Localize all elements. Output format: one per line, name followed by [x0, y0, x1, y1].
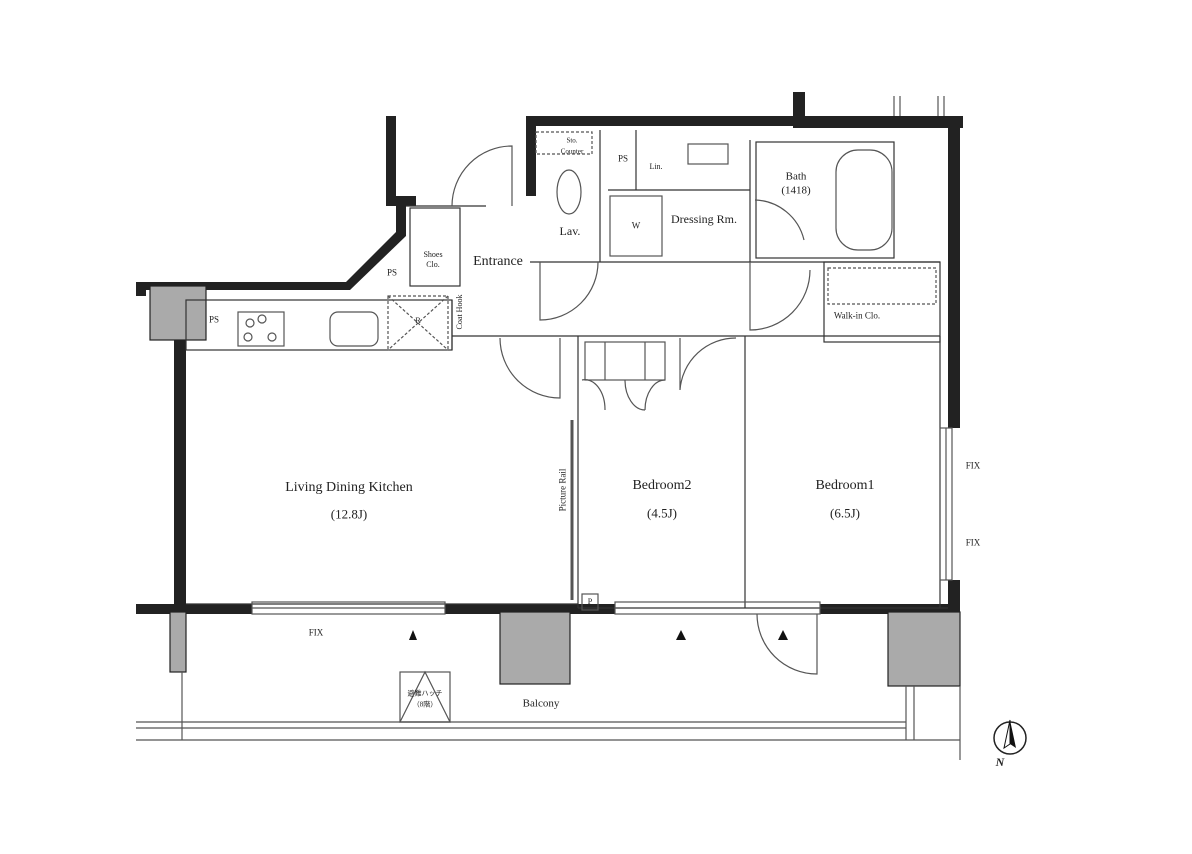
p-label: P [587, 597, 593, 606]
north-label: N [995, 755, 1005, 769]
sto-counter-label-1: Sto. [566, 136, 578, 145]
north-arrow-icon [993, 719, 1027, 755]
fix-label-1: FIX [965, 460, 981, 471]
ps-label-1: PS [386, 267, 398, 278]
bedroom2-name: Bedroom2 [632, 478, 692, 493]
hatch-label-2: （8階） [412, 700, 438, 709]
p-box [581, 593, 599, 611]
shoes-clo-label-1: Shoes [423, 250, 443, 259]
balcony-name: Balcony [522, 697, 560, 710]
interior-walls [185, 130, 948, 609]
hatch-label-1: 避難ハッチ [407, 689, 443, 698]
shoes-clo-label-2: Clo. [426, 260, 440, 269]
bedroom2-area: (4.5J) [647, 505, 677, 521]
sto-counter-label-2: Counter [560, 147, 584, 156]
bath-size: (1418) [781, 184, 811, 197]
fix-label-3: FIX [308, 627, 324, 638]
coat-hook-label: Coat Hook [455, 294, 464, 330]
dressing-name: Dressing Rm. [671, 212, 737, 226]
entrance-name: Entrance [473, 254, 523, 269]
windows [136, 96, 961, 760]
ps-label-3: PS [208, 314, 220, 325]
fixtures [237, 131, 937, 381]
ldk-name: Living Dining Kitchen [285, 480, 413, 495]
ps-label-2: PS [617, 153, 629, 164]
bedroom1-name: Bedroom1 [815, 478, 875, 493]
walls [136, 92, 963, 614]
door-swings [451, 145, 818, 675]
entry-markers [409, 630, 788, 640]
ldk-area: (12.8J) [330, 506, 368, 522]
bedroom1-area: (6.5J) [830, 505, 860, 521]
w-label: W [631, 220, 641, 231]
fix-label-2: FIX [965, 537, 981, 548]
pillars [149, 285, 961, 687]
bath-name: Bath [785, 170, 807, 183]
lin-label: Lin. [649, 162, 663, 171]
r-label: R [415, 316, 421, 325]
walkin-name: Walk-in Clo. [833, 310, 881, 321]
picture-rail-label: Picture Rail [557, 468, 568, 512]
lav-name: Lav. [559, 224, 581, 238]
